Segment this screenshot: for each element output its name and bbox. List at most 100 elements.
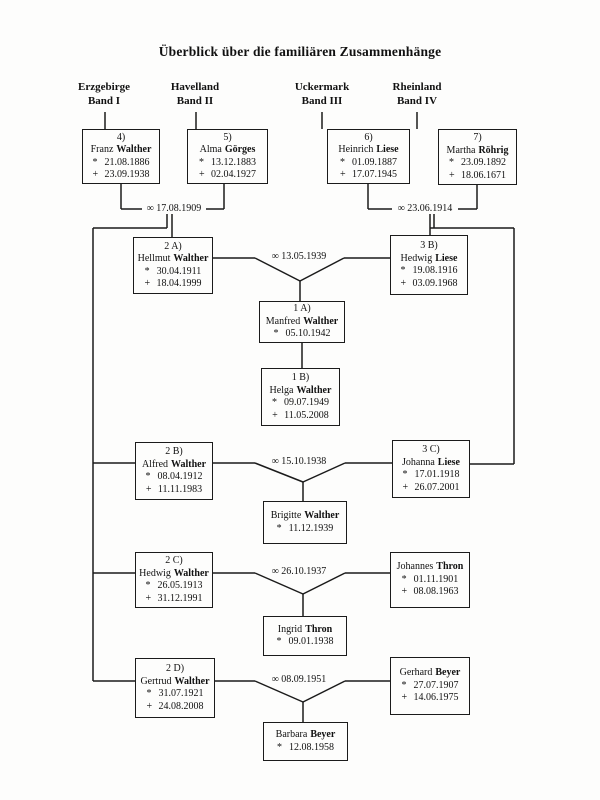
- born-symbol: *: [340, 156, 345, 168]
- region-name: Erzgebirge: [78, 81, 130, 93]
- born-symbol: *: [199, 156, 204, 168]
- born-symbol: *: [146, 688, 152, 699]
- connector-line: [302, 462, 346, 483]
- person-number-label: 1 A): [293, 303, 311, 315]
- born-symbol: *: [276, 636, 282, 647]
- connector-line: [254, 462, 304, 483]
- band-name: Band II: [176, 94, 214, 107]
- page-title: Überblick über die familiären Zusammenhä…: [158, 44, 442, 59]
- person-number-label: 7): [473, 132, 482, 143]
- connector-line: [254, 572, 304, 595]
- person-death: +24.08.2008: [146, 700, 204, 712]
- died-symbol: +: [400, 277, 407, 289]
- person-number-label: 4): [116, 131, 126, 143]
- volume-header-band-4: Rheinland Band IV: [372, 81, 462, 108]
- person-birth: *09.07.1949: [272, 397, 329, 408]
- person-death: +02.04.1927: [199, 169, 256, 180]
- born-symbol: *: [272, 397, 277, 408]
- person-number-label: 6): [364, 131, 373, 143]
- region-name: Havelland: [170, 81, 220, 93]
- marriage-v-hedwig-johannes: [213, 572, 390, 616]
- died-symbol: +: [92, 169, 99, 180]
- died-symbol: +: [199, 169, 205, 180]
- born-symbol: *: [277, 741, 282, 753]
- died-symbol: +: [145, 483, 152, 495]
- person-death: +14.06.1975: [401, 692, 459, 704]
- person-death: +11.05.2008: [272, 409, 329, 421]
- person-birth: *08.04.1912: [145, 471, 203, 482]
- band-name: Band I: [87, 94, 121, 107]
- person-birth: *12.08.1958: [277, 741, 334, 753]
- connector-line: [299, 257, 345, 282]
- marriage-label-hellmut-hedwig: ∞ 13.05.1939: [271, 251, 327, 262]
- person-number-label: 2 D): [165, 663, 185, 674]
- connector-line: [254, 680, 304, 703]
- person-death: +11.11.1983: [145, 483, 203, 495]
- person-number-label: 2 C): [165, 555, 183, 566]
- person-number-label: 2 B): [165, 446, 183, 457]
- person-birth: *09.01.1938: [276, 636, 334, 647]
- marriage-bracket-franz-alma: [120, 184, 225, 210]
- person-birth: *27.07.1907: [401, 679, 459, 691]
- volume-header-band-1: Erzgebirge Band I: [59, 81, 149, 108]
- marriage-v-gertrud-gerhard: [215, 680, 390, 722]
- region-name: Uckermark: [294, 81, 350, 93]
- volume-header-band-3: Uckermark Band III: [277, 81, 367, 108]
- person-number-label: 3 B): [420, 240, 438, 251]
- marriage-label-franz-alma: ∞ 17.08.1909: [146, 203, 202, 214]
- person-death: +26.07.2001: [402, 481, 460, 493]
- person-birth: *19.08.1916: [400, 265, 458, 276]
- person-birth: *30.04.1911: [144, 265, 202, 277]
- marriage-v-hellmut-hedwig: [213, 257, 390, 301]
- born-symbol: *: [145, 580, 151, 591]
- marriage-bracket-heinrich-martha: [367, 184, 478, 210]
- born-symbol: *: [144, 265, 150, 277]
- born-symbol: *: [401, 573, 407, 585]
- person-birth: *01.11.1901: [401, 573, 459, 585]
- person-birth: *11.12.1939: [276, 522, 334, 534]
- marriage-label-heinrich-martha: ∞ 23.06.1914: [397, 203, 453, 214]
- person-birth: *13.12.1883: [199, 156, 256, 168]
- marriage-v-alfred-johanna: [213, 462, 392, 501]
- band-name: Band III: [301, 94, 343, 107]
- person-death: +31.12.1991: [145, 592, 203, 604]
- died-symbol: +: [144, 278, 151, 289]
- born-symbol: *: [273, 328, 279, 340]
- header-stub-lines: [104, 112, 418, 129]
- descent-walther-children: [92, 214, 173, 682]
- connector-line: [302, 572, 346, 595]
- born-symbol: *: [276, 522, 282, 534]
- connector-line: [254, 257, 301, 282]
- born-symbol: *: [402, 469, 408, 480]
- born-symbol: *: [92, 156, 98, 168]
- person-death: +17.07.1945: [340, 169, 397, 180]
- person-death: +18.04.1999: [144, 278, 202, 289]
- person-death: +23.09.1938: [92, 169, 150, 180]
- marriage-label-gertrud-gerhard: ∞ 08.09.1951: [271, 674, 327, 685]
